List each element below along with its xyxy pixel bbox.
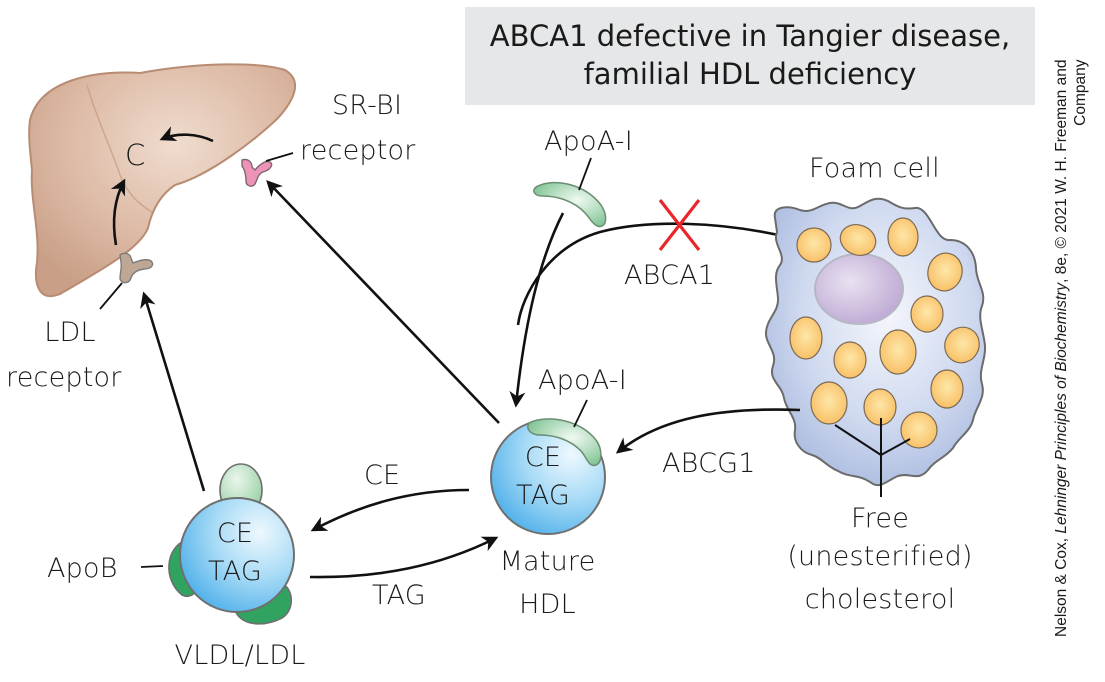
hdl-apoa1-label: ApoA-I	[538, 365, 627, 396]
sr-bi-receptor-label: receptor	[300, 135, 416, 166]
credit-book-title: Lehninger Principles of Biochemistry	[1053, 282, 1070, 534]
mature-hdl-label-line-2: HDL	[519, 589, 576, 620]
sr-bi-receptor-icon	[241, 158, 273, 187]
arrow-ldl-to-c	[110, 178, 126, 246]
liver-organ	[28, 63, 297, 297]
vldl-ldl-label: VLDL/LDL	[174, 640, 306, 671]
free-cholesterol-label-line-2: (unesterified)	[787, 541, 973, 572]
ce-transfer-label: CE	[364, 460, 401, 491]
arrow-vldl-to-ldl-receptor	[140, 291, 206, 492]
hdl-apoa1-shape	[527, 418, 602, 467]
mature-hdl-label-line-1: Mature	[499, 546, 596, 577]
copyright-credit: Nelson & Cox, Lehninger Principles of Bi…	[1052, 60, 1090, 637]
vldl-core-tag: TAG	[208, 556, 262, 587]
liver-cholesterol-label: C	[125, 138, 146, 172]
sr-bi-label: SR-BI	[331, 90, 403, 121]
free-cholesterol-label-line-3: cholesterol	[804, 584, 956, 615]
credit-authors: Nelson & Cox,	[1053, 533, 1070, 637]
mature-hdl-particle	[490, 418, 606, 535]
arrow-abcg1	[615, 408, 801, 454]
disease-note-line-1: ABCA1 defective in Tangier disease,	[489, 19, 1011, 53]
arrow-ce-to-vldl	[310, 488, 470, 532]
hdl-apoa1-leader-line	[573, 399, 588, 428]
sr-bi-leader-line	[265, 152, 294, 162]
apob-leader-line	[140, 565, 164, 568]
arrow-abca1-blocked	[516, 222, 784, 326]
arrow-apoa1-to-hdl	[509, 212, 565, 408]
free-apoa1-label: ApoA-I	[544, 126, 633, 157]
nucleus	[814, 253, 904, 325]
vldl-core-ce: CE	[216, 518, 254, 549]
credit-edition: , 8e, © 2021 W. H. Freeman and	[1053, 59, 1070, 283]
free-apoa1-shape	[533, 181, 607, 228]
tag-transfer-label: TAG	[372, 580, 426, 611]
ldl-receptor-icon	[119, 252, 154, 284]
free-apoa1-leader-line	[578, 157, 592, 191]
ldl-receptor-label-line-1: LDL	[44, 317, 96, 348]
abcg1-label: ABCG1	[662, 448, 756, 479]
ldl-receptor-leader-line	[99, 282, 123, 310]
arrow-tag-to-hdl	[309, 536, 499, 579]
abca1-label: ABCA1	[624, 260, 716, 291]
hdl-core-tag: TAG	[516, 480, 570, 511]
credit-line-2: Company	[1072, 59, 1089, 126]
free-cholesterol-label-line-1: Free	[850, 503, 910, 534]
hdl-core-ce: CE	[524, 442, 562, 473]
disease-note-line-2: familial HDL deficiency	[583, 57, 917, 91]
arrow-hdl-to-sr-bi	[266, 180, 500, 424]
arrow-sr-bi-to-c	[159, 126, 214, 143]
foam-cell-label: Foam cell	[809, 153, 940, 184]
ldl-receptor-label-line-2: receptor	[6, 362, 122, 393]
block-x-icon	[658, 199, 701, 251]
disease-note-box: ABCA1 defective in Tangier disease, fami…	[465, 7, 1035, 105]
lipid-droplets	[789, 217, 980, 449]
foam-cell	[764, 197, 987, 487]
free-cholesterol-pointer	[834, 418, 911, 497]
vldl-ldl-particle	[168, 463, 295, 625]
apob-label: ApoB	[47, 553, 118, 584]
